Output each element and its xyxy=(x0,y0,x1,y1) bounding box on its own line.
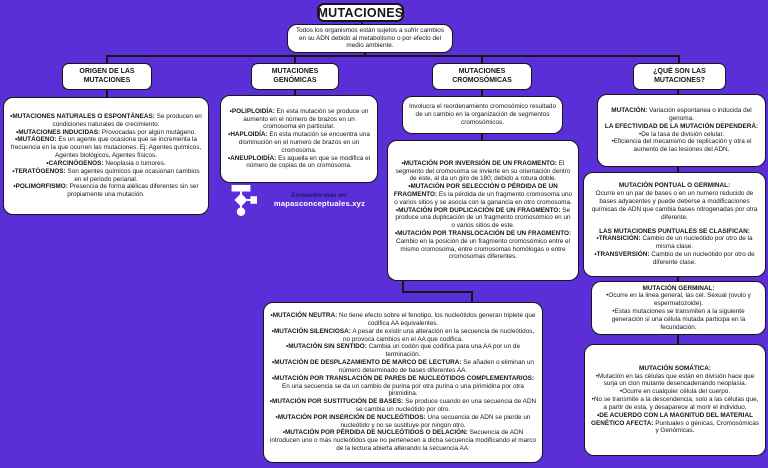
mutacion-germinal-box: MUTACIÓN GERMINAL:•Ocurre en la linea ge… xyxy=(591,281,766,335)
text-line: •TERATÓGENOS: Son agentes químicos que o… xyxy=(12,167,200,183)
connector-queson-box1 xyxy=(677,89,679,95)
connector-intro-bus xyxy=(364,51,366,57)
text-line: •ANEUPLOIDÍA: Es aquella en que se modif… xyxy=(227,154,371,170)
connector-title-intro xyxy=(361,20,363,26)
text-line: •MUTACIÓN DE DESPLAZAMIENTO DE MARCO DE … xyxy=(272,359,534,374)
text-line: •No se transmite a la descendencia, solo… xyxy=(591,396,759,411)
connector-box1-box2 xyxy=(677,166,679,173)
text-line: •MUTACIÓN POR INVERSIÓN DE UN FRAGMENTO:… xyxy=(395,159,571,183)
connector-cromosomicas-summary xyxy=(481,89,483,96)
tipos-mutacion-box: •MUTACIÓN NEUTRA: No tiene efecto sobre … xyxy=(263,302,543,463)
text-line: •MUTACIÓN POR TRANSLOCACIÓN DE UN FRAGME… xyxy=(394,230,572,261)
text-line: •TRANSVERSIÓN: Cambio de un nucleótido p… xyxy=(594,250,755,266)
page-title: MUTACIONES xyxy=(317,3,404,22)
text-line: •MUTACIÓN POR INSERCIÓN DE NUCLEÓTIDOS: … xyxy=(275,413,531,429)
connector-genomicas-box xyxy=(294,89,296,96)
cromosomicas-summary-box: Involucra el reordenamiento cromosómico … xyxy=(402,96,563,134)
text-line: •MUTACIONES INDUCIDAS: Provocadas por al… xyxy=(15,128,197,136)
text-line: •MUTACIÓN SILENCIOSA: A pesar de existir… xyxy=(271,327,535,343)
text-line: •MUTACIONES NATURALES O ESPONTÁNEAS: Se … xyxy=(10,113,202,128)
text-line: •POLIPLOIDÍA: En esta mutación se produc… xyxy=(229,107,369,131)
mutacion-efectividad-box: MUTACIÓN: Variación espontanea o inducid… xyxy=(597,94,766,167)
text-line: •Mutación en las células que están en di… xyxy=(595,372,755,388)
connector-drop-origen xyxy=(106,55,108,64)
connector-summary-details xyxy=(481,133,483,141)
genomicas-header: MUTACIONES GENÓMICAS xyxy=(251,63,339,90)
mutacion-somatica-box: MUTACIÓN SOMÁTICA:•Mutación en las célul… xyxy=(584,344,766,456)
genomicas-details-box: •POLIPLOIDÍA: En esta mutación se produc… xyxy=(220,95,378,183)
text-line: •MUTÁGENO: Es un agente que ocasiona que… xyxy=(10,136,202,160)
text-line: •MUTACIÓN POR SELECCIÓN O PÉRDIDA DE UN … xyxy=(393,183,573,206)
text-line: •Ocurre en cualquier célula del cuerpo. xyxy=(619,388,731,396)
text-line: •HAPLOIDÍA: En esta mutación se encuentr… xyxy=(228,131,370,154)
text-line: •Ocurre en la linea general, las cel. Se… xyxy=(606,292,751,308)
text-line: MUTACIÓN SOMÁTICA: xyxy=(639,364,711,372)
origen-header: ORIGEN DE LAS MUTACIONES xyxy=(62,63,152,90)
connector-step-v1 xyxy=(402,280,404,293)
connector-origen-box xyxy=(106,89,108,98)
text-line: •De la tasa de división celular. xyxy=(638,130,724,138)
text-line: •DE ACUERDO CON LA MAGNITUD DEL MATERIAL… xyxy=(591,411,759,435)
text-line: •CARCINÓGENOS: Neoplasia o tumores. xyxy=(46,159,166,167)
text-line: •Estas mutaciones se transmiten a la sig… xyxy=(611,308,746,331)
text-line: •TRANSICIÓN: Cambio de un nucleótido por… xyxy=(596,235,753,251)
origen-details-box: •MUTACIONES NATURALES O ESPONTÁNEAS: Se … xyxy=(3,97,209,215)
text-line: •Eficiencia del mecanismo de replicación… xyxy=(611,138,752,154)
text-line: •MUTACIÓN POR SUSTITUCIÓN DE BASES: Se p… xyxy=(269,398,537,413)
text-line: MUTACIÓN: Variación espontanea o inducid… xyxy=(611,107,752,122)
brand-text: Encuentre más en: mapasconceptuales.xyz xyxy=(264,192,375,208)
connector-box3-box4 xyxy=(677,334,679,345)
text-line: Ocurre en un par de bases o en un numero… xyxy=(591,190,758,221)
cromosomicas-header: MUTACIONES CROMOSÓMICAS xyxy=(432,63,532,90)
brand-website: mapasconceptuales.xyz xyxy=(273,199,366,208)
concept-map-icon xyxy=(231,184,257,216)
text-line: •POLIMORFISMO: Presencia de forma alélic… xyxy=(13,183,199,199)
brand-logo: Encuentre más en: mapasconceptuales.xyz xyxy=(225,183,375,217)
text-line: MUTACIÓN PONTUAL O GERMINAL: xyxy=(618,182,731,190)
text-line: LA EFECTIVIDAD DE LA MUTACIÓN DEPENDERÁ: xyxy=(604,122,759,130)
connector-drop-genomicas xyxy=(294,55,296,64)
connector-step-v2 xyxy=(471,291,473,303)
connector-box2-box3 xyxy=(677,276,679,282)
text-line: •MUTACIÓN POR DUPLICACIÓN DE UN FRAGMENT… xyxy=(395,206,571,230)
que-son-header: ¿QUÉ SON LAS MUTACIONES? xyxy=(633,63,726,90)
text-line: •MUTACIÓN SIN SENTIDO: Cambia un codón q… xyxy=(285,343,521,359)
text-line: •MUTACIÓN NEUTRA: No tiene efecto sobre … xyxy=(270,312,536,327)
brand-tagline: Encuentre más en: xyxy=(291,192,348,199)
text-line: LAS MUTACIONES PUNTUALES SE CLASIFICAN: xyxy=(599,227,750,235)
connector-bus xyxy=(106,55,680,57)
intro-box: Todos los organismos están sujetos a suf… xyxy=(287,24,453,53)
mutacion-puntual-box: MUTACIÓN PONTUAL O GERMINAL:Ocurre en un… xyxy=(583,172,766,277)
cromosomicas-details-box: •MUTACIÓN POR INVERSIÓN DE UN FRAGMENTO:… xyxy=(387,140,579,281)
text-line: •MUTACIÓN POR PÉRDIDA DE NUCLEÓTIDOS O D… xyxy=(269,429,537,452)
connector-drop-cromosomicas xyxy=(481,55,483,64)
text-line: •MUTACIÓN POR TRANSLACIÓN DE PARES DE NU… xyxy=(271,374,535,398)
text-line: MUTACIÓN GERMINAL: xyxy=(642,284,715,292)
connector-drop-que-son xyxy=(678,55,680,64)
connector-step-h xyxy=(402,291,473,293)
